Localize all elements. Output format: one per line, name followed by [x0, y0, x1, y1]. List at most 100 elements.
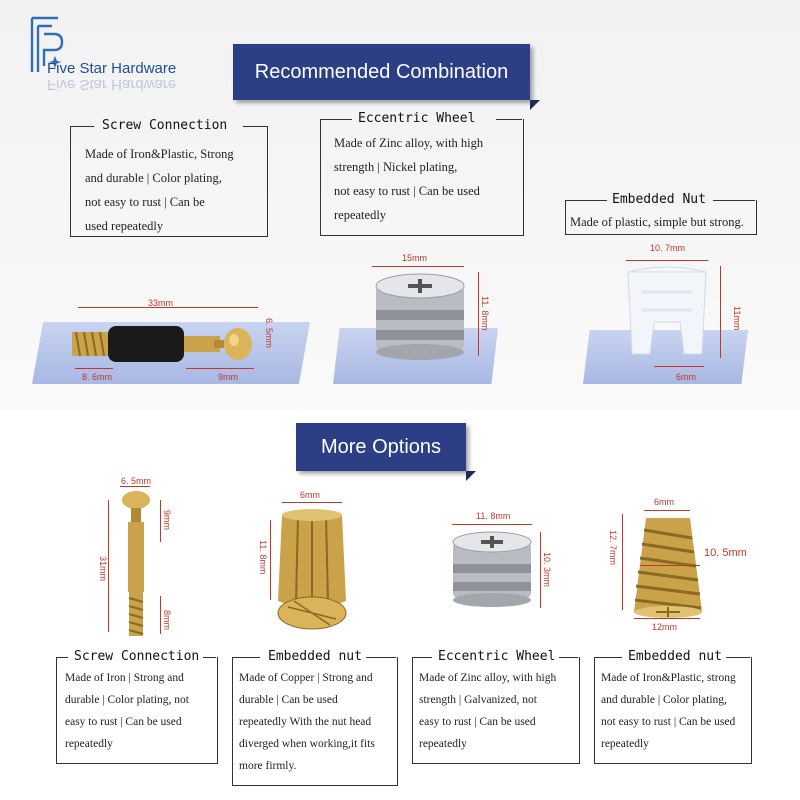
- rec-screw-length-dim: 33mm: [148, 298, 174, 308]
- dimension-arrow: [720, 266, 721, 358]
- dimension-arrow: [540, 532, 541, 608]
- opt-copper-line-2: durable | Can be used: [239, 694, 338, 706]
- banner-fold: [466, 471, 476, 481]
- rec-nut-line-1: Made of plastic, simple but strong.: [570, 215, 744, 229]
- brand-name-reflection: Five Star Hardware: [47, 76, 177, 93]
- rec-wheel-line-4: repeatedly: [334, 208, 387, 222]
- dimension-arrow: [452, 524, 532, 525]
- dimension-arrow: [626, 260, 708, 261]
- rec-nut-bottom-dim: 6mm: [676, 372, 696, 382]
- opt-copper-line-4: diverged when working,it fits: [239, 738, 375, 750]
- opt-copper-title: Embedded nut: [264, 649, 366, 664]
- opt-threaded-top-dim: 6mm: [654, 497, 674, 507]
- opt-screw-title: Screw Connection: [70, 649, 204, 664]
- title-line-right: [713, 200, 755, 201]
- rec-wheel-title: Eccentric Wheel: [354, 111, 480, 126]
- opt-threaded-title: Embedded nut: [624, 649, 726, 664]
- dimension-arrow: [282, 502, 342, 503]
- title-line-left: [56, 657, 68, 658]
- opt-copper-line-5: more firmly.: [239, 760, 297, 772]
- rec-nut-box: Made of plastic, simple but strong.: [565, 200, 757, 235]
- opt-screw-line-1: Made of Iron | Strong and: [65, 672, 184, 684]
- recommended-banner: Recommended Combination: [233, 44, 530, 100]
- opt-screw-box: Made of Iron | Strong and durable | Colo…: [56, 657, 218, 764]
- title-line-right: [366, 657, 396, 658]
- rec-screw-line-1: Made of Iron&Plastic, Strong: [85, 147, 234, 161]
- option-screw-image: [122, 491, 150, 636]
- dimension-arrow: [108, 500, 109, 632]
- dimension-arrow: [622, 514, 623, 610]
- opt-screw-length-dim: 31mm: [98, 556, 108, 582]
- opt-copper-height-dim: 11. 8mm: [258, 540, 268, 575]
- dimension-arrow: [78, 307, 258, 308]
- rec-wheel-line-2: strength | Nickel plating,: [334, 160, 458, 174]
- title-line-left: [594, 657, 622, 658]
- opt-copper-line-1: Made of Copper | Strong and: [239, 672, 373, 684]
- dimension-arrow: [270, 520, 271, 600]
- dimension-arrow: [634, 618, 700, 619]
- title-line-left: [320, 119, 352, 120]
- rec-screw-thread-dim: 8. 6mm: [82, 372, 113, 382]
- opt-threaded-line-4: repeatedly: [601, 738, 649, 750]
- dimension-arrow: [120, 486, 150, 487]
- opt-copper-line-3: repeatedly With the nut head: [239, 716, 372, 728]
- title-line-left: [565, 200, 607, 201]
- opt-wheel-line-1: Made of Zinc alloy, with high: [419, 672, 557, 684]
- plastic-nut-image: [627, 266, 707, 355]
- rec-wheel-line-1: Made of Zinc alloy, with high: [334, 136, 484, 150]
- opt-threaded-mid-dim: 10. 5mm: [704, 547, 747, 559]
- opt-copper-box: Made of Copper | Strong and durable | Ca…: [232, 657, 398, 786]
- opt-wheel-width-dim: 11. 8mm: [476, 511, 511, 521]
- rec-wheel-width-dim: 15mm: [402, 253, 428, 263]
- opt-copper-width-dim: 6mm: [300, 490, 320, 500]
- rec-screw-line-2: and durable | Color plating,: [85, 171, 222, 185]
- dimension-arrow: [478, 272, 479, 356]
- rec-nut-title: Embedded Nut: [608, 192, 710, 207]
- rec-nut-height-dim: 11mm: [732, 306, 742, 331]
- dimension-arrow: [75, 368, 113, 369]
- opt-threaded-bottom-dim: 12mm: [652, 622, 678, 632]
- rec-screw-head-dim: 6. 5mm: [264, 318, 274, 349]
- opt-screw-head-dim: 6. 5mm: [121, 476, 152, 486]
- dimension-arrow: [160, 596, 161, 634]
- dimension-arrow: [644, 510, 690, 511]
- opt-wheel-box: Made of Zinc alloy, with high strength |…: [412, 657, 580, 764]
- rec-screw-line-4: used repeatedly: [85, 219, 164, 233]
- dimension-arrow: [160, 500, 161, 542]
- screw-connection-image: [72, 326, 252, 362]
- rec-screw-neck-dim: 9mm: [218, 372, 238, 382]
- title-line-right: [200, 657, 216, 658]
- title-line-right: [722, 657, 750, 658]
- opt-wheel-title: Eccentric Wheel: [434, 649, 560, 664]
- opt-wheel-line-4: repeatedly: [419, 738, 467, 750]
- dimension-arrow: [372, 266, 464, 267]
- logo-mark-icon: [30, 16, 64, 72]
- opt-threaded-line-3: not easy to rust | Can be used: [601, 716, 736, 728]
- more-options-banner: More Options: [296, 423, 466, 471]
- title-line-left: [412, 657, 432, 658]
- opt-wheel-height-dim: 10. 3mm: [542, 552, 552, 588]
- title-line-left: [232, 657, 260, 658]
- title-line-right: [496, 119, 522, 120]
- rec-screw-title: Screw Connection: [98, 118, 232, 133]
- opt-threaded-box: Made of Iron&Plastic, strong and durable…: [594, 657, 752, 764]
- rec-wheel-box: Made of Zinc alloy, with high strength |…: [320, 119, 524, 236]
- banner-fold: [530, 100, 540, 110]
- title-line-right: [243, 126, 268, 127]
- opt-screw-line-2: durable | Color plating, not: [65, 694, 189, 706]
- opt-wheel-line-2: strength | Galvanized, not: [419, 694, 537, 706]
- dimension-arrow: [654, 366, 704, 367]
- title-line-left: [70, 126, 94, 127]
- brand-logo: [22, 14, 212, 94]
- brand-name: Five Star Hardware: [47, 60, 177, 77]
- opt-wheel-line-3: easy to rust | Can be used: [419, 716, 536, 728]
- dimension-arrow: [640, 565, 700, 566]
- rec-screw-line-3: not easy to rust | Can be: [85, 195, 205, 209]
- rec-nut-width-dim: 10. 7mm: [650, 243, 686, 253]
- rec-wheel-height-dim: 11. 8mm: [480, 296, 490, 331]
- dimension-arrow: [186, 368, 254, 369]
- opt-screw-thread-dim: 8mm: [162, 610, 172, 630]
- opt-screw-neck-dim: 9mm: [162, 510, 172, 530]
- option-eccentric-wheel-image: [452, 531, 532, 607]
- opt-screw-line-4: repeatedly: [65, 738, 113, 750]
